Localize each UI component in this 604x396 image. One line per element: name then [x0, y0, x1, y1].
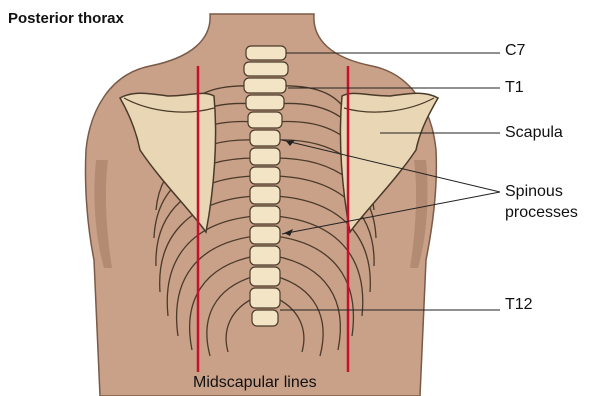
label-t1: T1: [505, 79, 524, 97]
figure-title: Posterior thorax: [8, 10, 124, 28]
label-c7: C7: [505, 42, 525, 60]
label-spinous: Spinous: [505, 183, 563, 201]
label-midscapular-lines: Midscapular lines: [193, 374, 317, 392]
label-processes: processes: [505, 204, 578, 222]
label-scapula: Scapula: [505, 124, 563, 142]
label-t12: T12: [505, 296, 533, 314]
